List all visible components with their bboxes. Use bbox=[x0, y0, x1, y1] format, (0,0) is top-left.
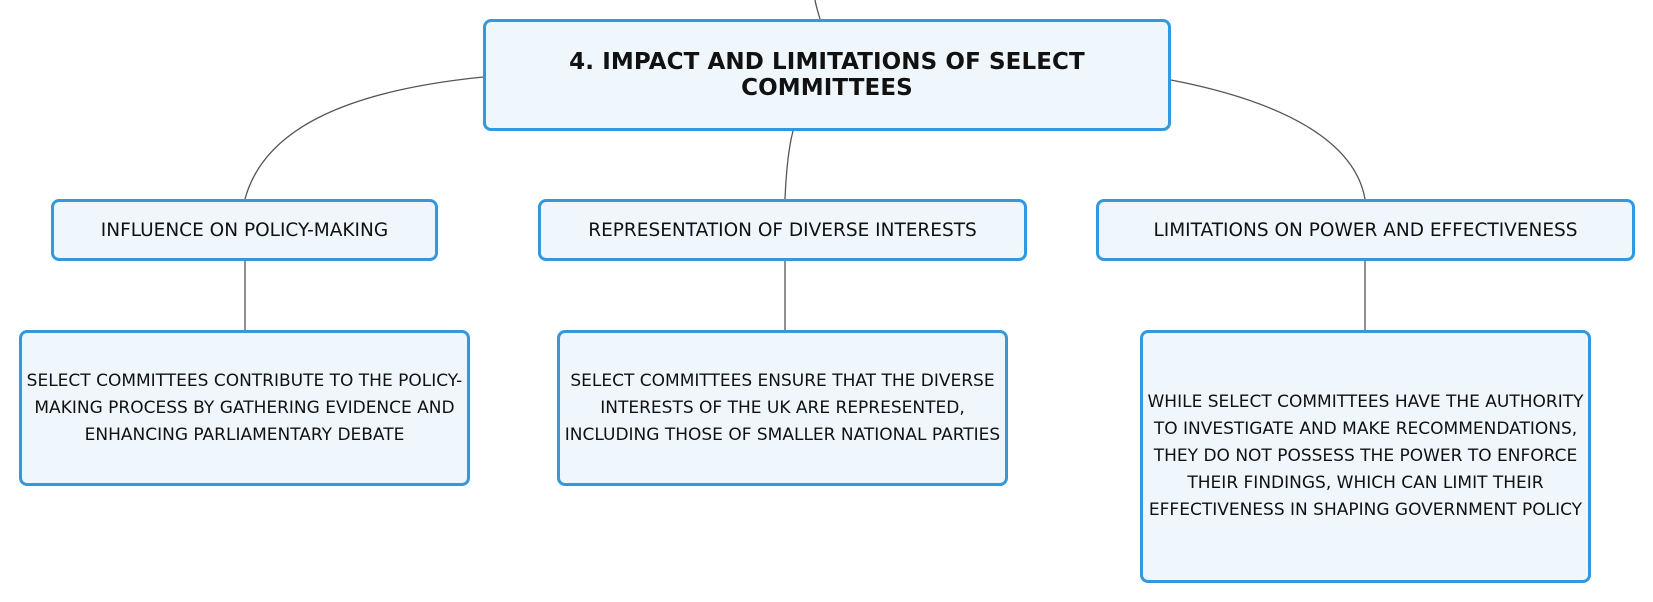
detail-node-policy-making[interactable]: SELECT COMMITTEES CONTRIBUTE TO THE POLI… bbox=[19, 330, 470, 486]
root-node-title[interactable]: 4. IMPACT AND LIMITATIONS OF SELECT COMM… bbox=[483, 19, 1171, 131]
detail-node-limitations[interactable]: WHILE SELECT COMMITTEES HAVE THE AUTHORI… bbox=[1140, 330, 1591, 583]
connector-parent-to-root bbox=[814, 0, 821, 20]
detail-node-diverse-interests[interactable]: SELECT COMMITTEES ENSURE THAT THE DIVERS… bbox=[557, 330, 1008, 486]
topic-node-limitations[interactable]: LIMITATIONS ON POWER AND EFFECTIVENESS bbox=[1096, 199, 1635, 261]
connector-root-to-topic-policy bbox=[244, 76, 484, 200]
connector-root-to-topic-interests bbox=[784, 130, 794, 200]
topic-node-policy-making[interactable]: INFLUENCE ON POLICY-MAKING bbox=[51, 199, 438, 261]
connector-root-to-topic-limitations bbox=[1170, 79, 1366, 200]
topic-node-diverse-interests[interactable]: REPRESENTATION OF DIVERSE INTERESTS bbox=[538, 199, 1027, 261]
